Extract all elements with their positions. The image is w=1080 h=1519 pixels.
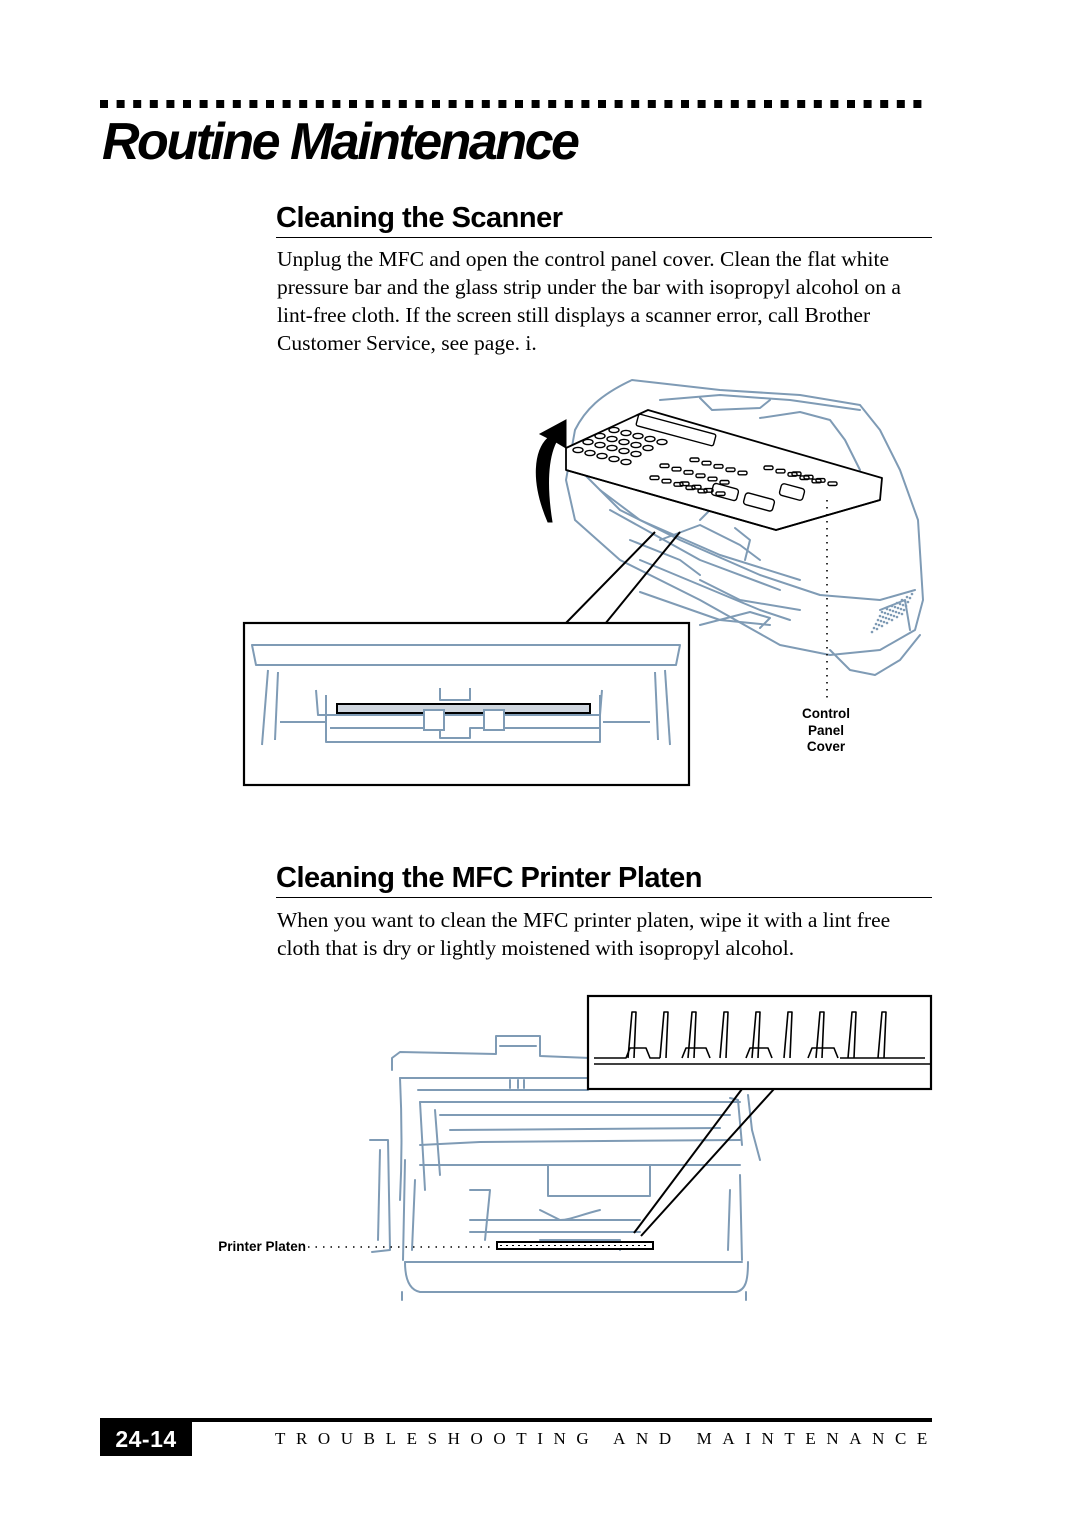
footer-rule <box>100 1418 932 1422</box>
page-title: Routine Maintenance <box>102 113 580 171</box>
section-heading-platen: Cleaning the MFC Printer Platen <box>276 862 932 898</box>
section-body-platen: When you want to clean the MFC printer p… <box>277 908 891 960</box>
control-panel-cover-label-line3: Cover <box>806 739 846 754</box>
header-dot-rule <box>100 100 922 108</box>
control-panel-cover-label: Control Panel Cover <box>795 706 857 756</box>
control-panel-cover-label-line2: Panel <box>807 722 845 738</box>
printer-platen-label: Printer Platen <box>218 1239 306 1254</box>
page-number: 24-14 <box>100 1422 192 1456</box>
chapter-title: TROUBLESHOOTING AND MAINTENANCE <box>275 1429 938 1448</box>
section-heading-scanner: Cleaning the Scanner <box>276 202 932 238</box>
section-body-scanner: Unplug the MFC and open the control pane… <box>277 247 901 355</box>
control-panel-cover-label-line1: Control <box>802 706 850 721</box>
